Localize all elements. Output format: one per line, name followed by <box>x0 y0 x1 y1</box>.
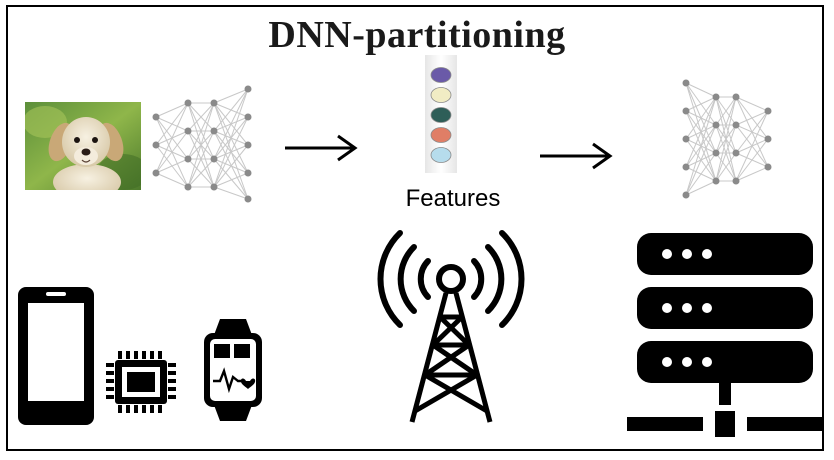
diagram-frame: DNN-partitioning <box>6 5 824 451</box>
diagram-title: DNN-partitioning <box>268 14 566 56</box>
smartwatch-icon <box>204 319 262 421</box>
microchip-icon <box>106 351 176 413</box>
features-label: Features <box>405 185 501 212</box>
server-neural-network-icon <box>682 79 772 199</box>
edge-neural-network-icon <box>152 85 252 203</box>
arrow-right-icon <box>285 134 358 162</box>
arrow-right-icon <box>540 142 613 170</box>
radio-tower-icon <box>377 230 525 423</box>
puppy-image <box>25 102 141 190</box>
server-rack-icon <box>627 233 823 437</box>
feature-vector-icon <box>425 55 457 173</box>
smartphone-icon <box>18 287 94 425</box>
